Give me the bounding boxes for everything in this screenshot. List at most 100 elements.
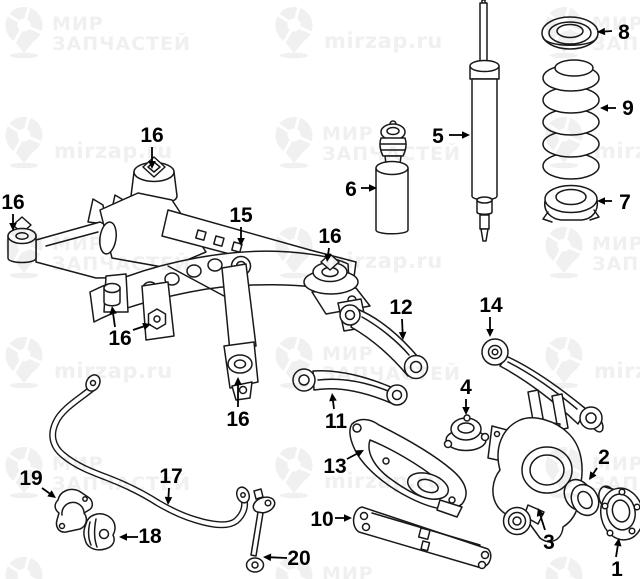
callout-number: 8	[618, 21, 630, 44]
callout-number: 16	[226, 408, 249, 431]
callout-number: 15	[229, 204, 253, 227]
callout-number: 18	[138, 525, 162, 548]
callout-14: 14	[479, 294, 503, 337]
callout-number: 1	[611, 558, 623, 579]
callout-arrowhead	[9, 223, 17, 231]
callout-7: 7	[597, 191, 631, 214]
watermark-unit: mirzap.ru	[274, 445, 443, 500]
bump-stop-boot-drawing	[375, 120, 409, 235]
watermark-layer: МИРЗАПЧАСТЕЙmirzap.ruМИРЗАПЧАСТЕЙmirzap.…	[4, 5, 640, 579]
callout-9: 9	[600, 97, 634, 120]
callout-arrowhead	[237, 238, 245, 246]
watermark-brand-line2: ЗАПЧАСТЕЙ	[52, 472, 191, 495]
track-rod-drawing	[352, 506, 492, 570]
watermark-brand-line1: МИР	[322, 123, 374, 145]
watermark-brand-line2: ЗАПЧАСТЕЙ	[592, 32, 640, 55]
callout-number: 3	[543, 531, 555, 554]
watermark-brand-line1: МИР	[322, 563, 374, 579]
callout-arrowhead	[462, 407, 470, 415]
callout-leader-line	[132, 325, 144, 331]
callout-leader-line	[615, 545, 619, 558]
watermark-unit: mirzap.ru	[544, 555, 584, 579]
callout-number: 10	[310, 508, 333, 531]
callout-leader-line	[539, 515, 546, 531]
callout-3: 3	[536, 508, 555, 554]
stabilizer-bar-drawing	[49, 374, 251, 529]
watermark-brand-line1: МИР	[52, 13, 104, 35]
callout-arrowhead	[355, 450, 364, 458]
map-pin-globe-icon	[4, 555, 44, 579]
watermark-unit: mirzap.ru	[4, 555, 44, 579]
callout-leader-line	[270, 556, 288, 559]
callout-arrowhead	[536, 508, 544, 517]
guide-arm-drawing	[292, 368, 408, 406]
callout-1: 1	[611, 538, 623, 579]
callout-2: 2	[589, 446, 610, 480]
callout-arrowhead	[589, 471, 597, 480]
watermark-site-text: mirzap.ru	[324, 469, 443, 493]
callout-number: 16	[140, 124, 163, 147]
callout-number: 7	[619, 191, 631, 214]
watermark-brand-line2: ЗАПЧАСТЕЙ	[322, 142, 461, 165]
callout-arrowhead	[614, 538, 622, 547]
watermark-unit: mirzap.ru	[274, 5, 443, 60]
callout-16: 16	[140, 124, 164, 169]
callout-number: 9	[622, 97, 634, 120]
map-pin-globe-icon	[4, 115, 44, 170]
stabilizer-bracket-drawing	[54, 488, 93, 533]
watermark-brand-line2: ЗАПЧАСТЕЙ	[52, 252, 191, 275]
callout-arrowhead	[398, 331, 407, 340]
callout-arrowhead	[148, 161, 156, 169]
callout-arrowhead	[142, 322, 151, 331]
map-pin-globe-icon	[274, 445, 314, 500]
watermark-brand-line2: ЗАПЧАСТЕЙ	[52, 32, 191, 55]
callout-number: 6	[345, 178, 357, 201]
callout-arrowhead	[369, 184, 377, 192]
watermark-site-text: mirzap.ru	[324, 29, 443, 53]
callout-number: 19	[19, 467, 42, 490]
callout-arrowhead	[164, 496, 173, 505]
callout-leader-line	[41, 487, 51, 495]
watermark-unit: mirzap.ru	[274, 225, 443, 280]
watermark-brand-line1: МИР	[52, 233, 104, 255]
callout-number: 13	[323, 455, 346, 478]
watermark-site-text: mirzap.ru	[324, 249, 443, 273]
callout-16: 16	[226, 377, 250, 431]
callout-number: 12	[389, 296, 412, 319]
callout-arrowhead	[462, 131, 470, 139]
callout-arrowhead	[597, 27, 606, 36]
callout-number: 2	[598, 446, 610, 469]
watermark-brand-line2: ЗАПЧАСТЕЙ	[322, 362, 461, 385]
callout-4: 4	[460, 376, 472, 415]
callout-arrowhead	[597, 197, 605, 205]
callout-11: 11	[325, 393, 348, 433]
callout-number: 16	[318, 225, 341, 248]
callout-arrowhead	[47, 490, 56, 498]
shock-absorber-drawing	[469, 0, 500, 242]
callout-number: 17	[159, 465, 182, 488]
callout-arrowhead	[109, 306, 117, 315]
callout-number: 16	[108, 327, 131, 350]
map-pin-globe-icon	[544, 335, 584, 390]
callout-leader-line	[112, 313, 116, 328]
watermark-brand-line1: МИР	[52, 453, 104, 475]
callout-leader-line	[346, 452, 358, 460]
callout-16: 16	[1, 191, 25, 231]
callout-16: 16	[108, 306, 151, 350]
map-pin-globe-icon	[4, 5, 44, 60]
callout-10: 10	[310, 508, 352, 531]
callout-8: 8	[597, 21, 630, 44]
callout-number: 16	[1, 191, 24, 214]
callout-leader-line	[327, 247, 330, 255]
shock-top-mount-drawing	[443, 414, 490, 452]
watermark-site-text: mirzap.ru	[594, 139, 640, 163]
watermark-brand-line1: МИР	[322, 343, 374, 365]
callout-13: 13	[323, 450, 364, 478]
watermark-site-text: mirzap.ru	[594, 359, 640, 383]
callout-number: 11	[325, 410, 348, 433]
